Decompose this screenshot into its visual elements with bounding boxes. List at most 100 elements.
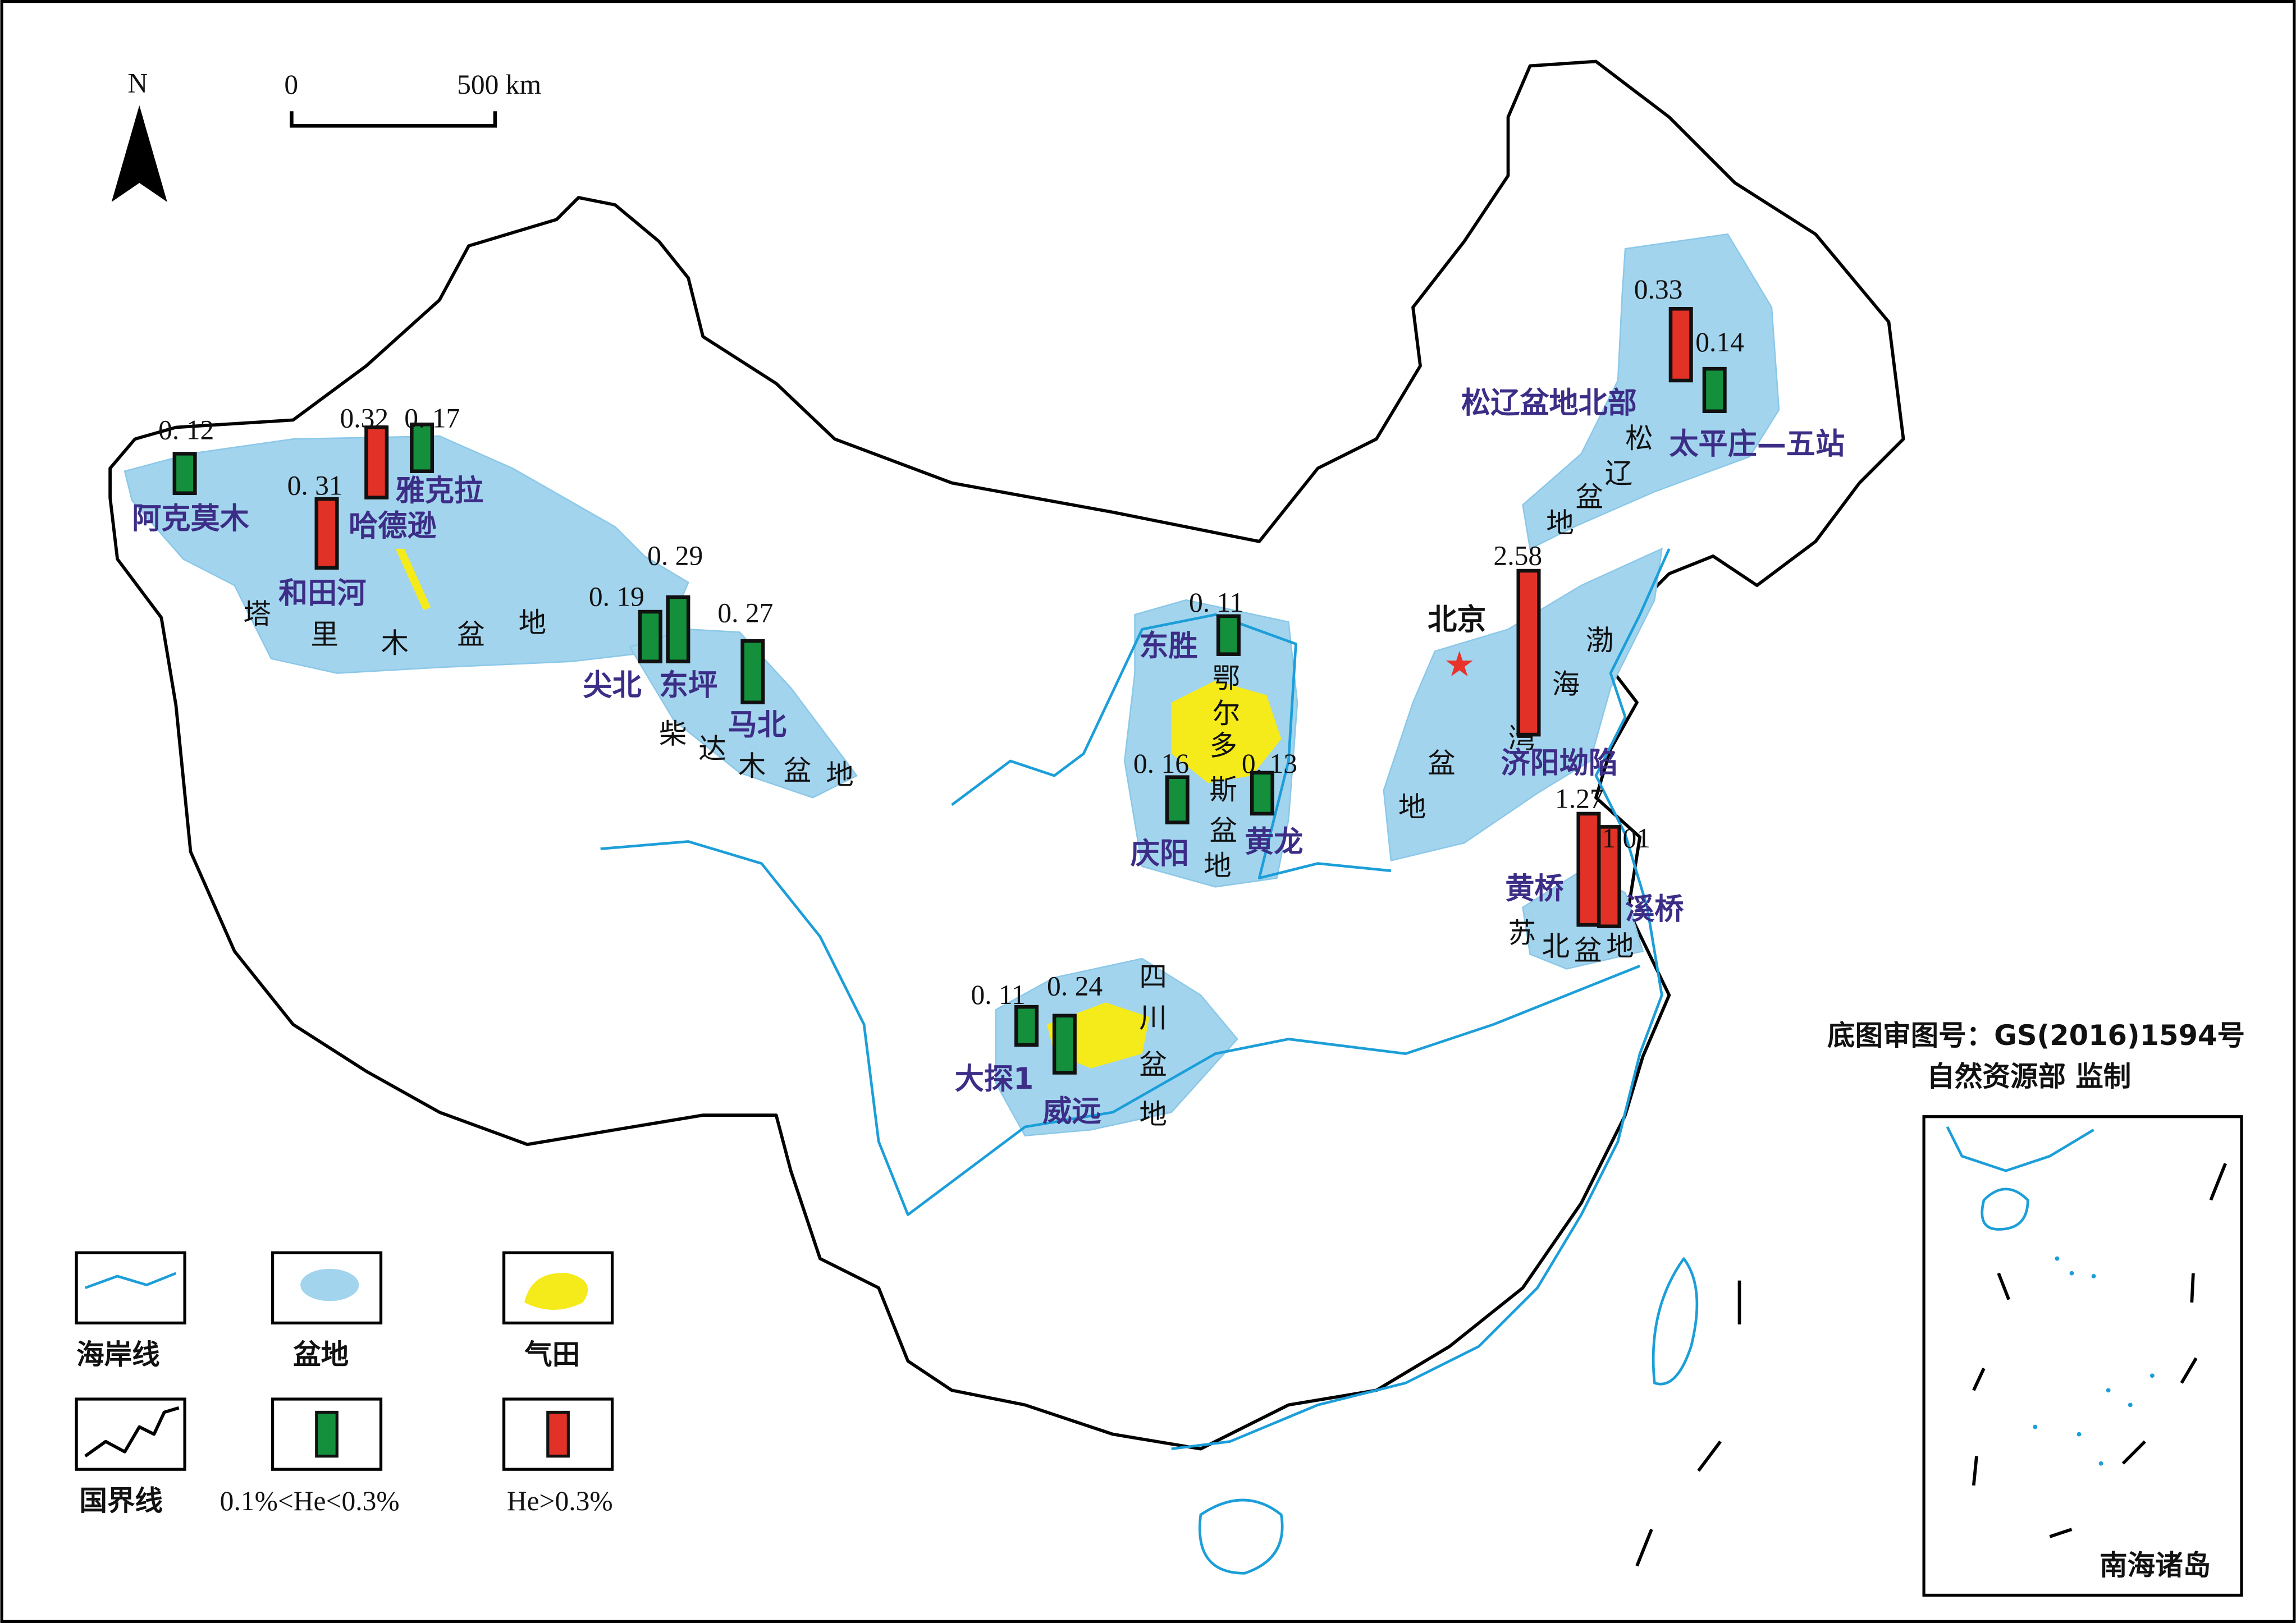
basin-label-sichuan: 盆 — [1139, 1048, 1167, 1081]
legend-gasfield-label: 气田 — [524, 1338, 580, 1370]
site-name-label: 威远 — [1042, 1095, 1101, 1129]
helium-value-label: 0. 11 — [1189, 587, 1243, 618]
basin-label-subei: 北 — [1542, 930, 1570, 962]
basin-label-qaidam: 盆 — [784, 754, 812, 787]
basin-label-bohai: 渤 — [1586, 624, 1614, 657]
basin-labels: 塔里木盆地柴达木盆地鄂尔多斯盆地松辽盆地渤海湾盆地苏北盆地四川盆地 — [243, 422, 1653, 1131]
site-name-label: 马北 — [728, 708, 786, 742]
scale-start: 0 — [284, 69, 298, 100]
site-name-label: 和田河 — [278, 576, 366, 610]
legend-coastline-icon — [84, 1272, 177, 1290]
site-name-label: 济阳坳陷 — [1501, 746, 1618, 780]
helium-bar-red — [364, 425, 389, 499]
legend-basin-icon — [300, 1268, 359, 1301]
yangtze-river — [600, 840, 1641, 1216]
basin-label-sichuan: 川 — [1139, 1002, 1167, 1034]
helium-bar-red — [1576, 812, 1601, 927]
ordos-gas-field — [1171, 680, 1282, 783]
helium-bar-green — [172, 452, 197, 496]
helium-bar-green — [1052, 1014, 1077, 1075]
helium-bar-green — [410, 422, 434, 473]
site-name-label: 东坪 — [659, 669, 717, 703]
capital-label: 北京 — [1428, 603, 1486, 636]
basin-label-sichuan: 地 — [1139, 1098, 1167, 1131]
legend-basin-label: 盆地 — [293, 1338, 349, 1370]
basin-label-qaidam: 达 — [698, 732, 726, 765]
helium-value-label: 0. 31 — [287, 470, 343, 501]
basin-label-ordos: 地 — [1204, 849, 1232, 882]
legend-coastline-swatch — [75, 1251, 186, 1325]
site-name-label: 东胜 — [1139, 629, 1197, 663]
helium-bar-green — [740, 639, 765, 704]
legend-green-label: 0.1%<He<0.3% — [220, 1486, 400, 1516]
helium-value-label: 0. 11 — [971, 979, 1025, 1010]
basin-label-subei: 盆 — [1574, 934, 1602, 967]
legend-gasfield-icon — [524, 1273, 588, 1310]
inset-dashed-boundary — [1972, 1163, 2227, 1538]
map-approval-authority: 自然资源部 监制 — [1927, 1060, 2131, 1093]
helium-bar-red — [1597, 825, 1621, 928]
coastline — [1171, 548, 1671, 1451]
basin-label-ordos: 斯 — [1210, 773, 1238, 806]
inset-coastline — [1946, 1126, 2094, 1172]
helium-bar-green — [638, 609, 662, 663]
basin-label-sichuan: 四 — [1139, 961, 1167, 993]
basin-label-ordos: 尔 — [1213, 697, 1241, 730]
inset-hainan — [1981, 1188, 2029, 1231]
helium-value-label: 0. 16 — [1133, 748, 1189, 779]
helium-value-label: 0.14 — [1695, 327, 1744, 357]
helium-site: 0. 27 马北 — [717, 597, 786, 742]
helium-value-label: 0. 17 — [404, 402, 460, 433]
site-name-label: 大探1 — [955, 1062, 1034, 1096]
basin-label-bohai: 海 — [1552, 668, 1580, 700]
site-name-label: 尖北 — [583, 669, 641, 703]
helium-site: 0.14 太平庄—五站 — [1669, 327, 1845, 461]
rivers-coastline — [600, 548, 1699, 1575]
capital-star-icon: ★ — [1444, 645, 1475, 684]
maritime-boundary-dashes — [1635, 1280, 1741, 1567]
basin-label-subei: 苏 — [1508, 916, 1536, 949]
basin-label-songliao: 松 — [1625, 422, 1653, 455]
legend-red-bar-icon — [546, 1410, 570, 1458]
scale-end: 500 km — [457, 69, 541, 100]
inset-label: 南海诸岛 — [2100, 1549, 2211, 1581]
tarim-gas-field — [395, 548, 431, 611]
site-name-label: 松辽盆地北部 — [1461, 386, 1637, 420]
taiwan-island — [1652, 1257, 1699, 1386]
site-name-label: 哈德逊 — [349, 509, 436, 543]
site-name-label: 溪桥 — [1625, 893, 1684, 927]
legend-border-label: 国界线 — [79, 1484, 163, 1517]
legend-green-bar-icon — [315, 1410, 339, 1458]
site-name-label: 太平庄—五站 — [1669, 427, 1845, 461]
site-name-label: 雅克拉 — [396, 474, 483, 508]
legend-border-icon — [84, 1406, 180, 1458]
basin-label-bohai: 地 — [1398, 791, 1426, 823]
helium-value-label: 0. 27 — [717, 597, 773, 628]
yellow-river — [951, 613, 1392, 879]
legend: 海岸线 盆地 气田 国界线 0.1%<He<0.3% He>0.3% — [75, 1251, 614, 1517]
helium-site: 0. 11 东胜 — [1139, 587, 1243, 663]
south-china-sea-inset: 南海诸岛 — [1922, 1115, 2243, 1597]
basin-label-tarim: 塔 — [243, 598, 271, 630]
basin-label-tarim: 盆 — [457, 618, 485, 650]
china-border — [108, 59, 1905, 1451]
songliao-basin — [1522, 233, 1780, 550]
helium-bar-green — [1250, 771, 1274, 816]
helium-bar-green — [1216, 614, 1241, 656]
helium-bar-green — [1014, 1005, 1039, 1047]
helium-value-label: 0. 19 — [589, 581, 644, 612]
qaidam-basin — [628, 629, 858, 799]
helium-value-label: 0. 12 — [158, 414, 214, 445]
helium-bar-green — [1165, 775, 1190, 824]
helium-value-label: 0. 24 — [1047, 970, 1103, 1001]
basin-label-tarim: 里 — [310, 618, 339, 650]
helium-value-label: 1.27 — [1555, 783, 1604, 814]
helium-site: 0. 24 威远 — [1042, 970, 1103, 1128]
